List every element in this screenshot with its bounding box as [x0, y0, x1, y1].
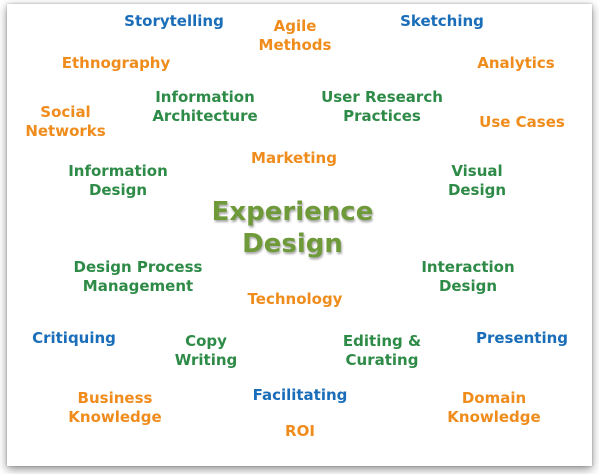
term-design-process-management: Design Process Management: [73, 258, 203, 295]
term-presenting: Presenting: [475, 329, 569, 347]
term-analytics: Analytics: [477, 54, 555, 72]
term-technology: Technology: [247, 290, 343, 308]
term-visual-design: Visual Design: [447, 162, 507, 199]
term-domain-knowledge: Domain Knowledge: [447, 389, 541, 426]
term-information-design: Information Design: [68, 162, 168, 199]
slide-frame: [7, 4, 592, 466]
term-information-architecture: Information Architecture: [152, 88, 258, 125]
term-use-cases: Use Cases: [479, 113, 565, 131]
term-critiquing: Critiquing: [32, 329, 116, 347]
term-agile-methods: Agile Methods: [258, 17, 332, 54]
term-sketching: Sketching: [400, 12, 484, 30]
term-ethnography: Ethnography: [61, 54, 171, 72]
term-storytelling: Storytelling: [124, 12, 224, 30]
term-marketing: Marketing: [251, 149, 337, 167]
term-user-research-practices: User Research Practices: [321, 88, 443, 125]
term-business-knowledge: Business Knowledge: [68, 389, 162, 426]
term-roi: ROI: [285, 422, 315, 440]
term-social-networks: Social Networks: [25, 103, 106, 140]
experience-design-title: Experience Design: [211, 197, 374, 259]
term-interaction-design: Interaction Design: [421, 258, 515, 295]
term-facilitating: Facilitating: [252, 386, 348, 404]
term-copy-writing: Copy Writing: [174, 332, 238, 369]
term-editing-curating: Editing & Curating: [342, 332, 422, 369]
